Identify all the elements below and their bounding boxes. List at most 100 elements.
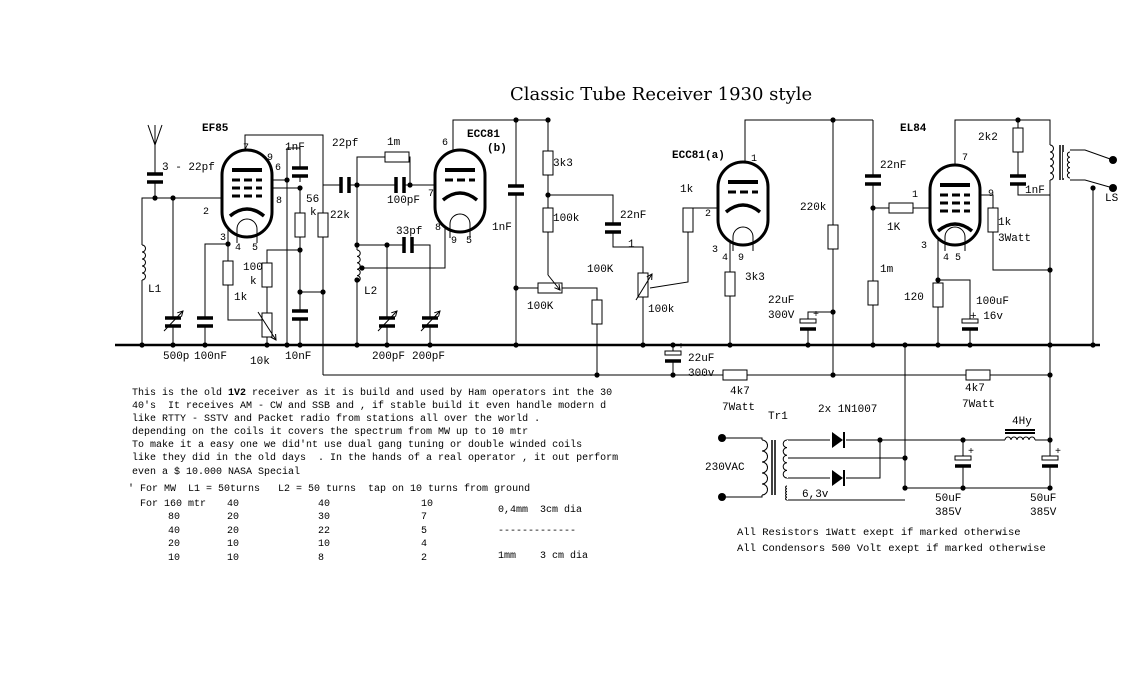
adjust-arrowhead	[646, 273, 653, 281]
junction-dot	[594, 372, 600, 378]
junction-dot	[830, 117, 836, 123]
component-label: 220k	[800, 202, 827, 214]
junction-dot	[870, 205, 876, 211]
coil-table-cell: 10	[227, 552, 240, 564]
tube-label-ecc81b-unit: (b)	[487, 143, 507, 155]
plus-sign: +	[968, 447, 974, 458]
junction-dot	[1047, 485, 1053, 491]
diode-symbol	[832, 470, 843, 486]
coil-table-cell: 8	[318, 552, 325, 564]
junction-dot	[284, 177, 290, 183]
pin-number: 3	[921, 241, 927, 252]
resistor	[867, 280, 879, 306]
wire-note: -------------	[498, 526, 577, 537]
component-label: 3 - 22pf	[162, 162, 215, 174]
cathode	[441, 191, 479, 202]
component-label: 4Hy	[1012, 416, 1032, 428]
coil-table-cell: 10	[318, 539, 331, 551]
wire	[1070, 179, 1114, 189]
component-label: 100uF	[976, 296, 1009, 308]
junction-dot	[960, 437, 966, 443]
adjust-arrowhead	[554, 284, 561, 291]
pin-number: 6	[442, 138, 448, 149]
coil-table-cell: 22	[318, 525, 331, 537]
component-label: 22k	[330, 210, 350, 222]
wire	[227, 230, 262, 321]
resistor	[1012, 127, 1024, 153]
resistor	[722, 369, 748, 381]
diagram-title: Classic Tube Receiver 1930 style	[510, 84, 812, 105]
resistor	[888, 202, 914, 214]
pin-number: 4 5	[943, 253, 961, 264]
junction-dot	[297, 247, 303, 253]
junction-dot	[225, 241, 231, 247]
component-label: 7Watt	[722, 402, 755, 414]
tube-label-ecc81b: ECC81	[467, 129, 500, 141]
component-label: Tr1	[768, 411, 788, 423]
pin-number: 3	[712, 245, 718, 256]
junction-dot	[1047, 342, 1053, 348]
junction-dot	[359, 265, 365, 271]
pin-number: 7	[243, 143, 249, 154]
junction-dot	[727, 342, 733, 348]
component-label: 385V	[1030, 507, 1057, 519]
plus-sign: +	[1055, 447, 1061, 458]
resistor	[261, 262, 273, 288]
capacitor-gap	[1009, 176, 1027, 184]
terminal	[718, 493, 726, 501]
coil-table-cell: 2	[421, 552, 428, 564]
component-label: k	[250, 276, 257, 288]
pin-number: 9	[738, 253, 744, 264]
coil	[782, 439, 788, 479]
junction-dot	[297, 289, 303, 295]
coil-table-cell: 40	[168, 525, 181, 537]
capacitor-gap	[961, 321, 979, 329]
coil-table-header: ' For MW L1 = 50turns L2 = 50 turns tap …	[128, 484, 531, 495]
note-condensors: All Condensors 500 Volt exept if marked …	[737, 543, 1046, 555]
pin-number: 5	[466, 236, 472, 247]
component-label: 22nF	[620, 210, 646, 222]
description-line: like RTTY - SSTV and Packet radio from s…	[132, 414, 541, 426]
resistor	[637, 272, 649, 298]
coil-table-cell: 4	[421, 539, 428, 551]
component-label: + 16v	[970, 311, 1003, 323]
adjust-arrowhead	[177, 310, 184, 317]
resistor	[542, 207, 554, 233]
capacitor-gap	[1041, 458, 1059, 466]
adjust-arrowhead	[270, 333, 277, 341]
component-label: 1m	[880, 264, 894, 276]
coil-table-cell: 20	[227, 512, 240, 524]
pin-number: 8	[276, 196, 282, 207]
diode-symbol	[832, 432, 843, 448]
resistor	[261, 312, 273, 338]
junction-dot	[384, 342, 390, 348]
capacitor-gap	[404, 236, 412, 254]
junction-dot	[967, 342, 973, 348]
resistor	[827, 224, 839, 250]
junction-dot	[1015, 117, 1021, 123]
coil	[1004, 436, 1036, 441]
component-label: 100K	[527, 301, 554, 313]
note-resistors: All Resistors 1Watt exept if marked othe…	[737, 527, 1021, 539]
wire	[356, 156, 411, 185]
coil-table-cell: 40	[318, 499, 331, 510]
junction-dot	[935, 342, 941, 348]
junction-dot	[513, 342, 519, 348]
pin-number: 6	[275, 163, 281, 174]
resistor	[987, 207, 999, 233]
resistor	[965, 369, 991, 381]
resistor	[682, 207, 694, 233]
component-label: 1k	[680, 184, 694, 196]
junction-dot	[1047, 267, 1053, 273]
component-label: 22uF	[688, 353, 714, 365]
component-label: 100nF	[194, 351, 227, 363]
terminal	[1109, 184, 1117, 192]
tube-el84	[928, 163, 982, 247]
coil	[1066, 151, 1071, 179]
component-label: 1nF	[492, 222, 512, 234]
resistor	[384, 151, 410, 163]
coil-table-cell: 10	[421, 499, 434, 510]
junction-dot	[513, 285, 519, 291]
junction-dot	[139, 342, 145, 348]
